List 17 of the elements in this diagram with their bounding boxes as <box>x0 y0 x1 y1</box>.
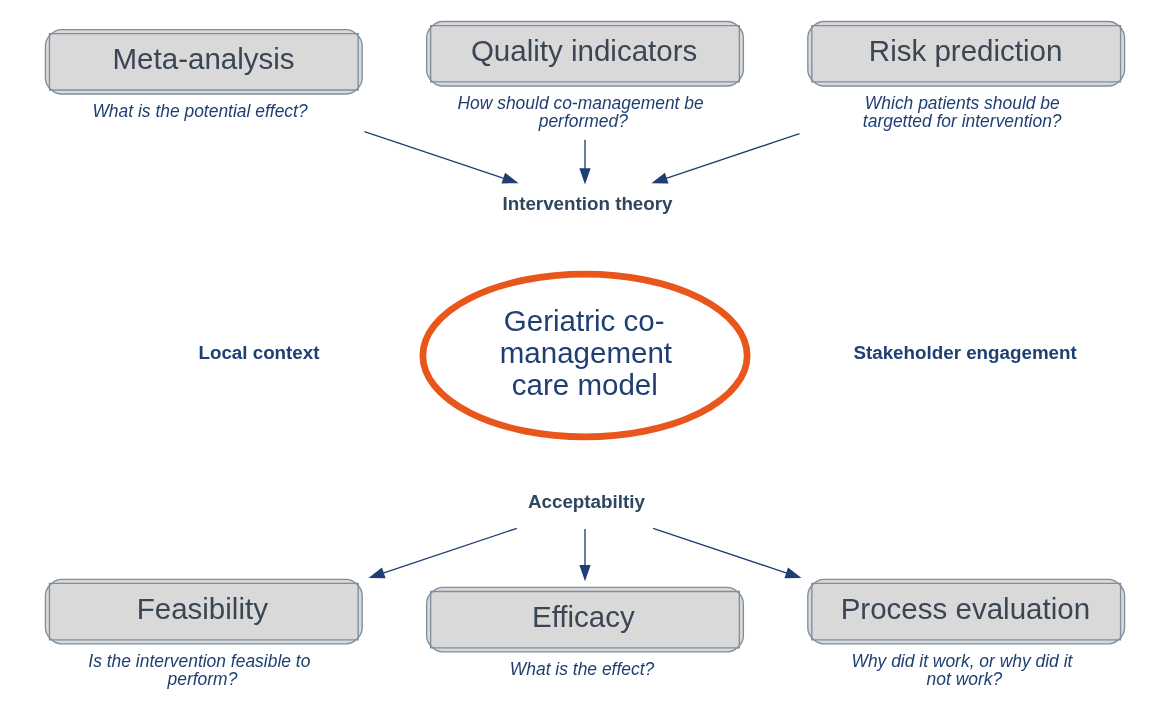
arrow <box>368 527 518 579</box>
node-text: Acceptabiltiy <box>527 490 645 512</box>
node-text: Intervention theory <box>502 193 673 215</box>
arrow <box>579 528 591 582</box>
node-label: Why did it work, or why did it not work? <box>851 651 1073 689</box>
arrow <box>579 139 591 185</box>
node-ellipse: Geriatric co-management care model <box>419 270 751 441</box>
arrow <box>652 527 802 579</box>
label: Stakeholder engagement <box>853 342 1077 364</box>
node-label: Is the intervention feasible to perform? <box>88 651 311 689</box>
label: Local context <box>198 342 320 364</box>
arrow <box>651 133 801 184</box>
node-label: How should co-management be performed? <box>457 93 704 131</box>
arrow <box>363 130 519 184</box>
node-label: Which patients should be targetted for intervention? <box>862 93 1062 131</box>
node-label: What is the potential effect? <box>92 101 308 122</box>
node-label: What is the effect? <box>509 659 655 680</box>
